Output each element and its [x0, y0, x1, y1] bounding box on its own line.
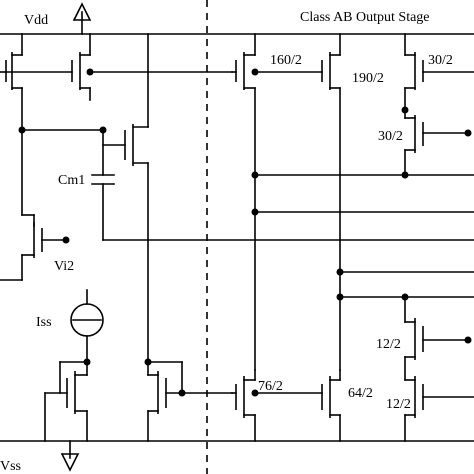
nmos-bottom-left — [44, 361, 88, 442]
cm1-capacitor — [91, 174, 115, 185]
node-405-175 — [401, 171, 409, 179]
vdd-arrow-icon — [72, 2, 92, 35]
label-12-2-lower: 12/2 — [386, 397, 411, 412]
pmos-160-2 — [231, 33, 256, 371]
label-160-2: 160/2 — [270, 53, 302, 68]
node-90-72 — [86, 68, 94, 76]
pmos-190-2 — [254, 33, 341, 371]
node-255-393 — [251, 389, 259, 397]
vss-label: Vss — [0, 459, 21, 474]
node-255-72 — [251, 68, 259, 76]
pmos-col90 — [71, 33, 91, 101]
iss-label: Iss — [36, 315, 52, 330]
label-30-2-top: 30/2 — [428, 53, 453, 68]
vi2-terminal — [62, 236, 70, 244]
label-12-2-upper: 12/2 — [376, 337, 401, 352]
left-pmos-top — [0, 33, 23, 131]
label-190-2: 190/2 — [352, 71, 384, 86]
label-30-2-mid: 30/2 — [378, 129, 403, 144]
label-64-2: 64/2 — [348, 386, 373, 401]
label-76-2: 76/2 — [258, 379, 283, 394]
vi2-nmos — [0, 214, 65, 281]
vss-arrow-icon — [60, 440, 80, 472]
pmos-col140 — [102, 124, 149, 166]
pmos-30-2-top — [404, 33, 474, 111]
cm1-label: Cm1 — [58, 173, 85, 188]
vi2-label: Vi2 — [54, 259, 74, 274]
nmos-bottom-mid — [147, 361, 183, 442]
node-468-340 — [464, 336, 472, 344]
vdd-label: Vdd — [24, 13, 48, 28]
nmos-64-2 — [254, 369, 341, 442]
nmos-76-2 — [231, 369, 256, 442]
node-cm1-top — [99, 126, 107, 134]
node-468-133 — [464, 129, 472, 137]
nmos-12-2-upper — [404, 296, 469, 381]
stage-title: Class AB Output Stage — [300, 10, 430, 25]
nmos-12-2-lower — [404, 376, 474, 442]
pmos-30-2-mid — [404, 109, 469, 176]
node-148-362 — [144, 358, 152, 366]
